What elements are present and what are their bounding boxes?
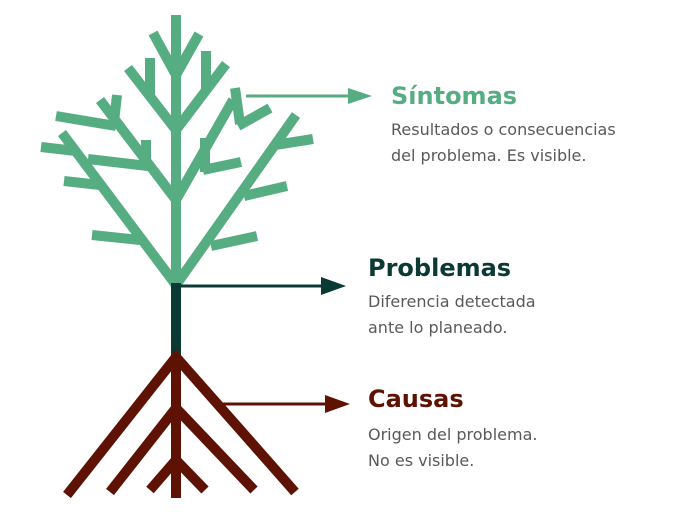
causes-desc-line2: No es visible.: [368, 451, 475, 470]
problems-desc-line2: ante lo planeado.: [368, 318, 508, 337]
symptoms-desc-line2: del problema. Es visible.: [391, 146, 587, 165]
trunk-problems: [171, 277, 346, 357]
problems-title: Problemas: [368, 254, 512, 282]
roots-causes: [63, 349, 299, 499]
symptoms-title: Síntomas: [391, 82, 518, 110]
problems-desc-line1: Diferencia detectada: [368, 292, 536, 311]
problems-label: Problemas Diferencia detectada ante lo p…: [368, 254, 536, 341]
causes-label: Causas Origen del problema. No es visibl…: [368, 385, 537, 474]
causes-desc-line1: Origen del problema.: [368, 425, 538, 444]
symptoms-desc-line1: Resultados o consecuencias: [391, 120, 616, 139]
causes-title: Causas: [368, 385, 464, 413]
causes-arrow: [218, 395, 350, 413]
symptoms-arrow: [246, 88, 372, 104]
tree-crown-symptoms: [40, 15, 314, 294]
symptoms-label: Síntomas Resultados o consecuencias del …: [391, 82, 616, 169]
